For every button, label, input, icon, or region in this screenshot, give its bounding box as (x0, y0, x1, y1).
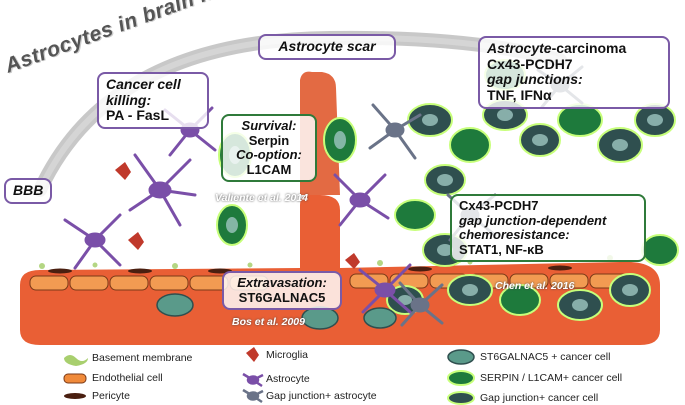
carcinoma-line1a: Astrocyte (487, 40, 552, 56)
legend-microglia-icon (246, 347, 259, 362)
carcinoma-line1: Astrocyte-carcinoma (487, 40, 661, 57)
microglia (115, 162, 360, 269)
legend-microglia: Microglia (266, 349, 309, 361)
valiente-citation: Valiente et al. 2014 (215, 192, 308, 204)
bbb-label: BBB (4, 178, 52, 204)
bos-citation: Bos et al. 2009 (232, 316, 305, 328)
tumor-nuclei (398, 109, 663, 311)
carcinoma-line2: Cx43-PCDH7 (487, 55, 573, 72)
legend-pericyte-icon (64, 393, 86, 399)
legend-gap-astrocyte: Gap junction+ astrocyte (266, 390, 377, 402)
legend-gap-cell: Gap junction+ cancer cell (480, 392, 599, 404)
cooption-line2: L1CAM (246, 161, 292, 177)
legend-basement-membrane: Basement membrane (92, 352, 193, 364)
chemo-line4: STAT1, NF-κB (459, 241, 544, 257)
legend-astrocyte-icon (242, 372, 264, 388)
astrocyte-scar-text: Astrocyte scar (278, 38, 376, 54)
carcinoma-line3: gap junctions: (487, 71, 583, 88)
legend-st6-icon (447, 349, 475, 365)
chemo-line3: chemoresistance: (459, 227, 570, 243)
legend-endothelial-icon (63, 373, 87, 384)
chemo-line2: gap junction-dependent (459, 212, 607, 228)
killing-line1: Cancer cell (106, 76, 181, 92)
legend-serpin-cell: SERPIN / L1CAM+ cancer cell (480, 372, 623, 384)
legend-gap-astrocyte-icon (242, 388, 264, 404)
carcinoma-line4: TNF, IFNα (487, 87, 552, 104)
survival-label: Survival: Serpin Co-option: L1CAM (221, 114, 317, 183)
astrocyte-scar-label: Astrocyte scar (258, 34, 396, 60)
extravasation-label: Extravasation: ST6GALNAC5 (222, 271, 342, 311)
survival-line1: Survival: (241, 118, 297, 133)
legend-gap-cell-icon (447, 391, 475, 405)
cooption-line1: Co-option: (236, 147, 302, 163)
extravasation-line2: ST6GALNAC5 (238, 289, 326, 305)
carcinoma-line1b: -carcinoma (551, 40, 627, 56)
legend-astrocyte: Astrocyte (266, 373, 310, 385)
killing-line2: killing: (106, 91, 152, 108)
extravasation-line1: Extravasation: (237, 275, 327, 290)
chen-citation: Chen et al. 2016 (495, 280, 575, 292)
bbb-text: BBB (13, 182, 44, 198)
endothelial-row (29, 273, 629, 291)
chemoresistance-label: Cx43-PCDH7 gap junction-dependent chemor… (450, 194, 646, 263)
st6galnac5-cells (156, 293, 397, 330)
legend-basement-membrane-icon (64, 355, 88, 366)
astrocyte-carcinoma-label: Astrocyte-carcinoma Cx43-PCDH7 gap junct… (478, 36, 670, 109)
killing-line3: PA - FasL (106, 107, 170, 124)
legend-st6-cell: ST6GALNAC5 + cancer cell (480, 351, 611, 363)
legend-pericyte: Pericyte (92, 390, 130, 402)
legend-icons (63, 347, 475, 405)
legend-endothelial-cell: Endothelial cell (92, 372, 163, 384)
pericytes (48, 265, 572, 274)
cancer-killing-label: Cancer cell killing: PA - FasL (97, 72, 209, 130)
survival-line2: Serpin (248, 132, 290, 148)
chemo-line1: Cx43-PCDH7 (459, 198, 539, 213)
legend-serpin-icon (447, 370, 475, 386)
